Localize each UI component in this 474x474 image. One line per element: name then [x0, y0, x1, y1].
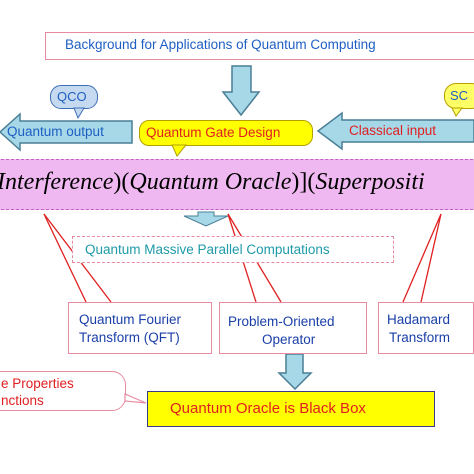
close-paren-1: )( — [113, 169, 130, 195]
formula-band: Interference)(Quantum Oracle)](Superposi… — [0, 159, 474, 210]
background-box-label: Background for Applications of Quantum C… — [65, 37, 376, 52]
problem-oriented-line1: Problem-Oriented — [228, 314, 335, 329]
sc-bubble-label: SC — [450, 88, 469, 103]
parallel-box: Quantum Massive Parallel Computations — [72, 236, 394, 263]
background-box: Background for Applications of Quantum C… — [45, 32, 474, 60]
qco-bubble: QCO — [50, 85, 98, 109]
classical-input-label: Classical input — [349, 123, 437, 138]
double-arrow-formula — [183, 211, 229, 227]
left-arrow-quantum-output — [0, 112, 133, 152]
formula-text: Interference)(Quantum Oracle)](Superposi… — [0, 169, 425, 196]
qft-box: Quantum Fourier Transform (QFT) — [68, 302, 212, 354]
open-paren-3: ( — [307, 169, 316, 195]
superposition-term: Superpositi — [315, 169, 425, 195]
qft-line2: Transform (QFT) — [79, 330, 180, 345]
gate-design-box: Quantum Gate Design — [139, 120, 313, 146]
gate-design-label: Quantum Gate Design — [146, 125, 281, 140]
down-arrow-black-box — [277, 353, 313, 391]
properties-line1: e Properties — [1, 376, 74, 391]
qco-bubble-label: QCO — [57, 89, 87, 104]
properties-line2: nctions — [1, 393, 44, 408]
left-arrow-classical-input — [316, 111, 474, 151]
hadamard-line1: Hadamard — [387, 312, 451, 327]
black-box: Quantum Oracle is Black Box — [147, 391, 435, 427]
hadamard-box: Hadamard Transform — [378, 302, 474, 354]
quantum-output-label: Quantum output — [7, 124, 104, 139]
oracle-term: Quantum Oracle — [129, 169, 292, 195]
parallel-label: Quantum Massive Parallel Computations — [85, 242, 330, 257]
qft-line1: Quantum Fourier — [79, 312, 182, 327]
properties-callout: e Properties nctions — [0, 371, 126, 411]
problem-oriented-box: Problem-Oriented Operator — [219, 302, 367, 354]
hadamard-line2: Transform — [389, 330, 451, 345]
close-paren-2: )] — [291, 169, 308, 195]
black-box-label: Quantum Oracle is Black Box — [170, 400, 366, 417]
interference-term: Interference — [0, 169, 114, 195]
problem-oriented-line2: Operator — [262, 332, 316, 347]
down-arrow-background — [221, 65, 261, 117]
